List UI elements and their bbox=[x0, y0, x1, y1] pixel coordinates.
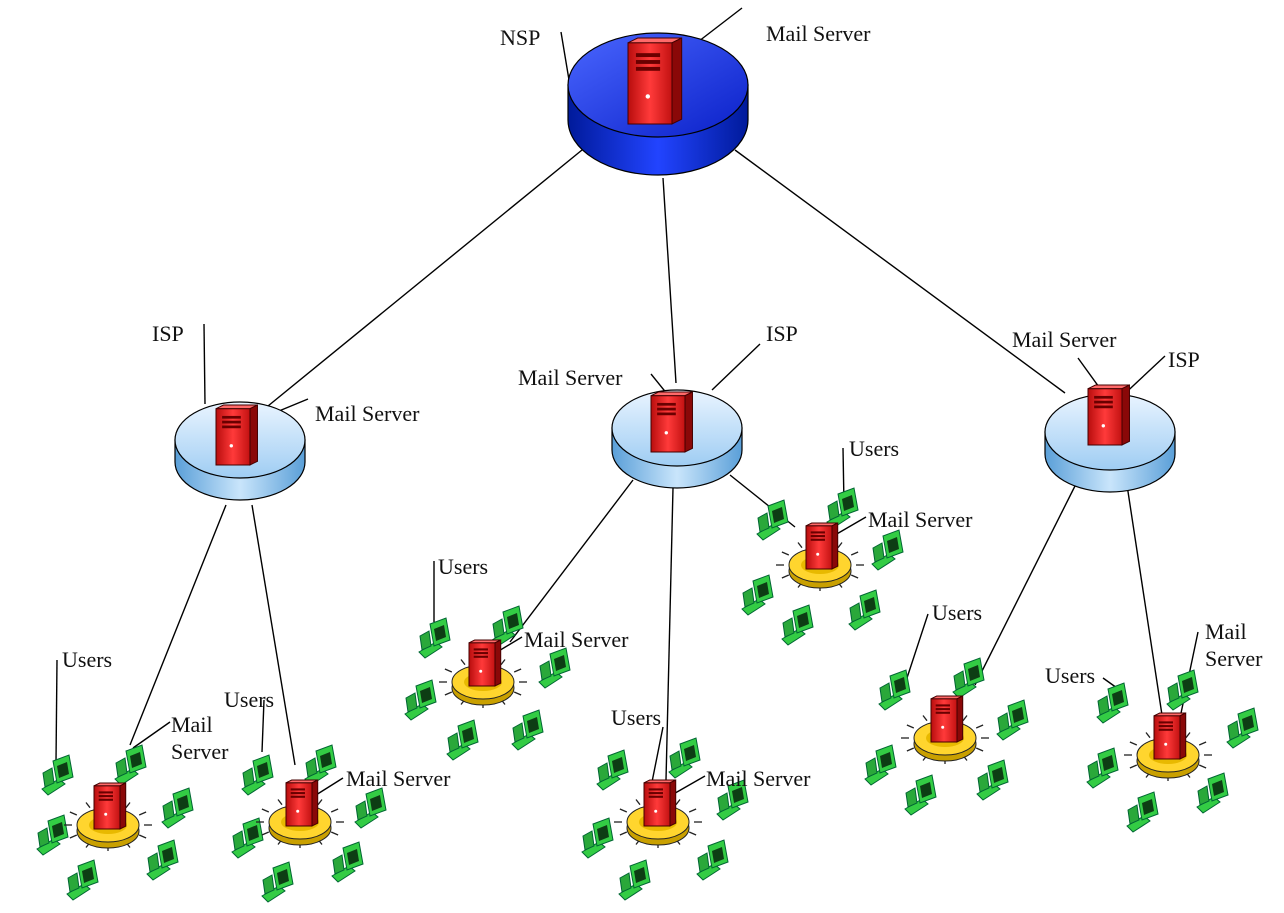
workstation-icon bbox=[781, 604, 814, 646]
label-leader-line bbox=[904, 613, 929, 685]
label-leader-line bbox=[711, 343, 761, 391]
lan4-users-label: Users bbox=[849, 436, 900, 461]
lan1-server-label: Server bbox=[171, 739, 229, 764]
workstation-icon bbox=[668, 737, 701, 779]
label-leader-line bbox=[651, 726, 664, 783]
workstation-icon bbox=[976, 759, 1009, 801]
label-leader-line bbox=[834, 516, 867, 536]
network-link bbox=[251, 504, 296, 766]
isp-right-label: ISP bbox=[1168, 347, 1200, 372]
lan3-hub-mail-server-icon bbox=[468, 639, 502, 687]
network-link bbox=[129, 504, 227, 746]
nsp-mail-server-icon bbox=[627, 37, 683, 125]
network-hubs bbox=[64, 32, 1212, 851]
lan5-users-label: Users bbox=[611, 705, 662, 730]
workstation-icon bbox=[741, 574, 774, 616]
workstation-icon bbox=[114, 744, 147, 786]
workstation-icon bbox=[1226, 707, 1259, 749]
lan6-hub-mail-server-icon bbox=[930, 695, 964, 743]
label-leader-line bbox=[261, 699, 265, 753]
network-link bbox=[267, 149, 583, 407]
workstation-icon bbox=[756, 499, 789, 541]
workstation-icon bbox=[848, 589, 881, 631]
workstation-icon bbox=[864, 744, 897, 786]
network-link bbox=[665, 487, 674, 781]
network-link bbox=[662, 177, 677, 384]
workstation-icon bbox=[511, 709, 544, 751]
workstation-icon bbox=[696, 839, 729, 881]
workstation-icon bbox=[716, 779, 749, 821]
label-leader-line bbox=[132, 721, 171, 749]
workstation-icon bbox=[41, 754, 74, 796]
nsp-label: NSP bbox=[500, 25, 541, 50]
workstation-icon bbox=[146, 839, 179, 881]
isp-middle-mail-server-label: Mail Server bbox=[518, 365, 623, 390]
lan7-hub-mail-server-icon bbox=[1153, 712, 1187, 760]
label-leader-line bbox=[55, 659, 58, 763]
user-workstations bbox=[36, 487, 1259, 903]
lan4-mail-server-label: Mail Server bbox=[868, 507, 973, 532]
label-leader-line bbox=[203, 323, 206, 405]
isp-middle-hub-mail-server-icon bbox=[650, 391, 693, 453]
isp-middle-label: ISP bbox=[766, 321, 798, 346]
workstation-icon bbox=[596, 749, 629, 791]
lan2-mail-server-label: Mail Server bbox=[346, 766, 451, 791]
lan2-users-label: Users bbox=[224, 687, 275, 712]
lan3-mail-server-label: Mail Server bbox=[524, 627, 629, 652]
network-links bbox=[129, 149, 1163, 781]
workstation-icon bbox=[231, 817, 264, 859]
workstation-icon bbox=[871, 529, 904, 571]
workstation-icon bbox=[1086, 747, 1119, 789]
label-leader-line bbox=[560, 31, 570, 81]
network-link bbox=[509, 479, 634, 643]
lan1-users-label: Users bbox=[62, 647, 113, 672]
lan2-hub-mail-server-icon bbox=[285, 779, 319, 827]
lan6-users-label: Users bbox=[932, 600, 983, 625]
isp-left-label: ISP bbox=[152, 321, 184, 346]
isp-right-mail-server-label: Mail Server bbox=[1012, 327, 1117, 352]
workstation-icon bbox=[36, 814, 69, 856]
isp-left-hub-mail-server-icon bbox=[215, 404, 258, 466]
workstation-icon bbox=[826, 487, 859, 529]
lan1-hub-mail-server-icon bbox=[93, 782, 127, 830]
workstation-icon bbox=[404, 679, 437, 721]
isp-right-hub-mail-server-icon bbox=[1087, 384, 1130, 446]
workstation-icon bbox=[261, 861, 294, 903]
lan4-hub-mail-server-icon bbox=[805, 522, 839, 570]
lan5-hub-mail-server-icon bbox=[643, 779, 677, 827]
isp-left-mail-server-label: Mail Server bbox=[315, 401, 420, 426]
workstation-icon bbox=[446, 719, 479, 761]
lan5-mail-server-label: Mail Server bbox=[706, 766, 811, 791]
lan7-users-label: Users bbox=[1045, 663, 1096, 688]
workstation-icon bbox=[996, 699, 1029, 741]
workstation-icon bbox=[354, 787, 387, 829]
workstation-icon bbox=[331, 841, 364, 883]
workstation-icon bbox=[618, 859, 651, 901]
lan1-mail-label: Mail bbox=[171, 712, 213, 737]
network-link bbox=[734, 149, 1066, 394]
network-link bbox=[1126, 484, 1163, 716]
nsp-mail-server-label: Mail Server bbox=[766, 21, 871, 46]
workstation-icon bbox=[1166, 669, 1199, 711]
lan7-server-label: Server bbox=[1205, 646, 1263, 671]
workstation-icon bbox=[952, 657, 985, 699]
workstation-icon bbox=[1126, 791, 1159, 833]
workstation-icon bbox=[418, 617, 451, 659]
lan3-users-label: Users bbox=[438, 554, 489, 579]
workstation-icon bbox=[878, 669, 911, 711]
workstation-icon bbox=[1196, 772, 1229, 814]
network-link bbox=[974, 479, 1079, 686]
workstation-icon bbox=[241, 754, 274, 796]
lan7-mail-label: Mail bbox=[1205, 619, 1247, 644]
workstation-icon bbox=[161, 787, 194, 829]
workstation-icon bbox=[66, 859, 99, 901]
workstation-icon bbox=[904, 774, 937, 816]
workstation-icon bbox=[1096, 682, 1129, 724]
workstation-icon bbox=[581, 817, 614, 859]
workstation-icon bbox=[538, 647, 571, 689]
